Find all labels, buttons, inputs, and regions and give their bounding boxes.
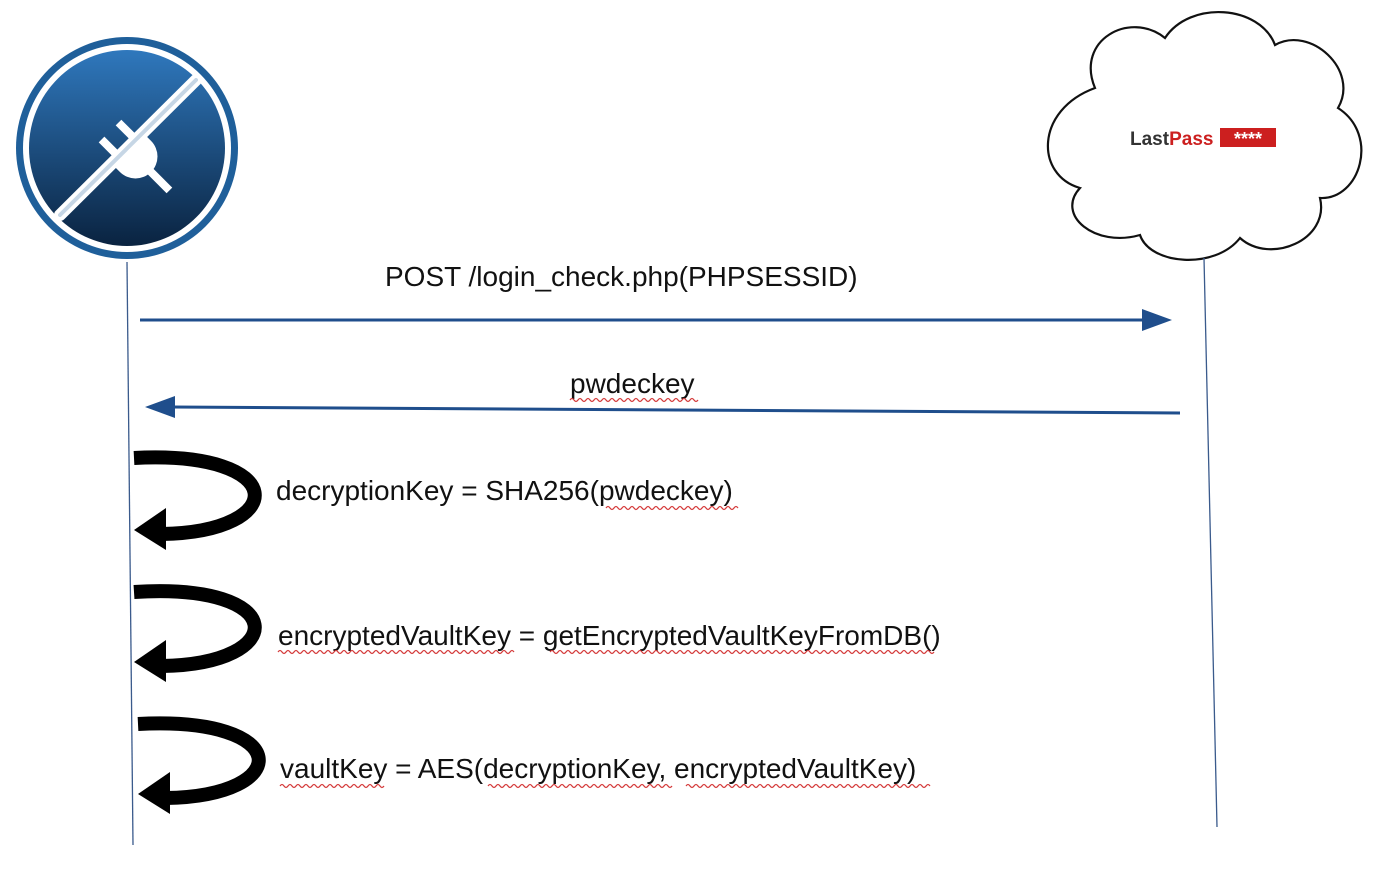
message-pwdeckey: pwdeckey — [145, 368, 1181, 418]
self-step-label: vaultKey = AES(decryptionKey, encryptedV… — [280, 753, 916, 784]
self-loop-arrow-icon — [133, 450, 262, 541]
self-step-label: encryptedVaultKey = getEncryptedVaultKey… — [278, 620, 941, 651]
server-lifeline — [1203, 257, 1218, 828]
client-unplugged-icon — [16, 37, 238, 259]
message-label: pwdeckey — [570, 368, 695, 399]
self-step-get-encrypted-vault-key: encryptedVaultKey = getEncryptedVaultKey… — [133, 584, 941, 682]
self-step-label: decryptionKey = SHA256(pwdeckey) — [276, 475, 733, 506]
client-lifeline — [126, 261, 134, 846]
message-label: POST /login_check.php(PHPSESSID) — [385, 261, 858, 292]
svg-text:LastPass: LastPass — [1130, 129, 1213, 150]
logo-stars-badge — [1220, 128, 1276, 147]
server-cloud-icon — [1047, 10, 1363, 261]
self-loop-arrow-icon — [137, 716, 266, 805]
self-step-aes: vaultKey = AES(decryptionKey, encryptedV… — [137, 716, 931, 814]
logo-pass-text: Pass — [1169, 129, 1213, 150]
lastpass-logo: LastPass **** — [1130, 128, 1276, 150]
message-post-login-check: POST /login_check.php(PHPSESSID) — [140, 261, 1172, 331]
self-loop-arrow-icon — [133, 584, 262, 673]
logo-last-text: Last — [1130, 129, 1170, 150]
logo-stars-text: **** — [1234, 129, 1262, 149]
self-step-sha256: decryptionKey = SHA256(pwdeckey) — [133, 450, 739, 550]
